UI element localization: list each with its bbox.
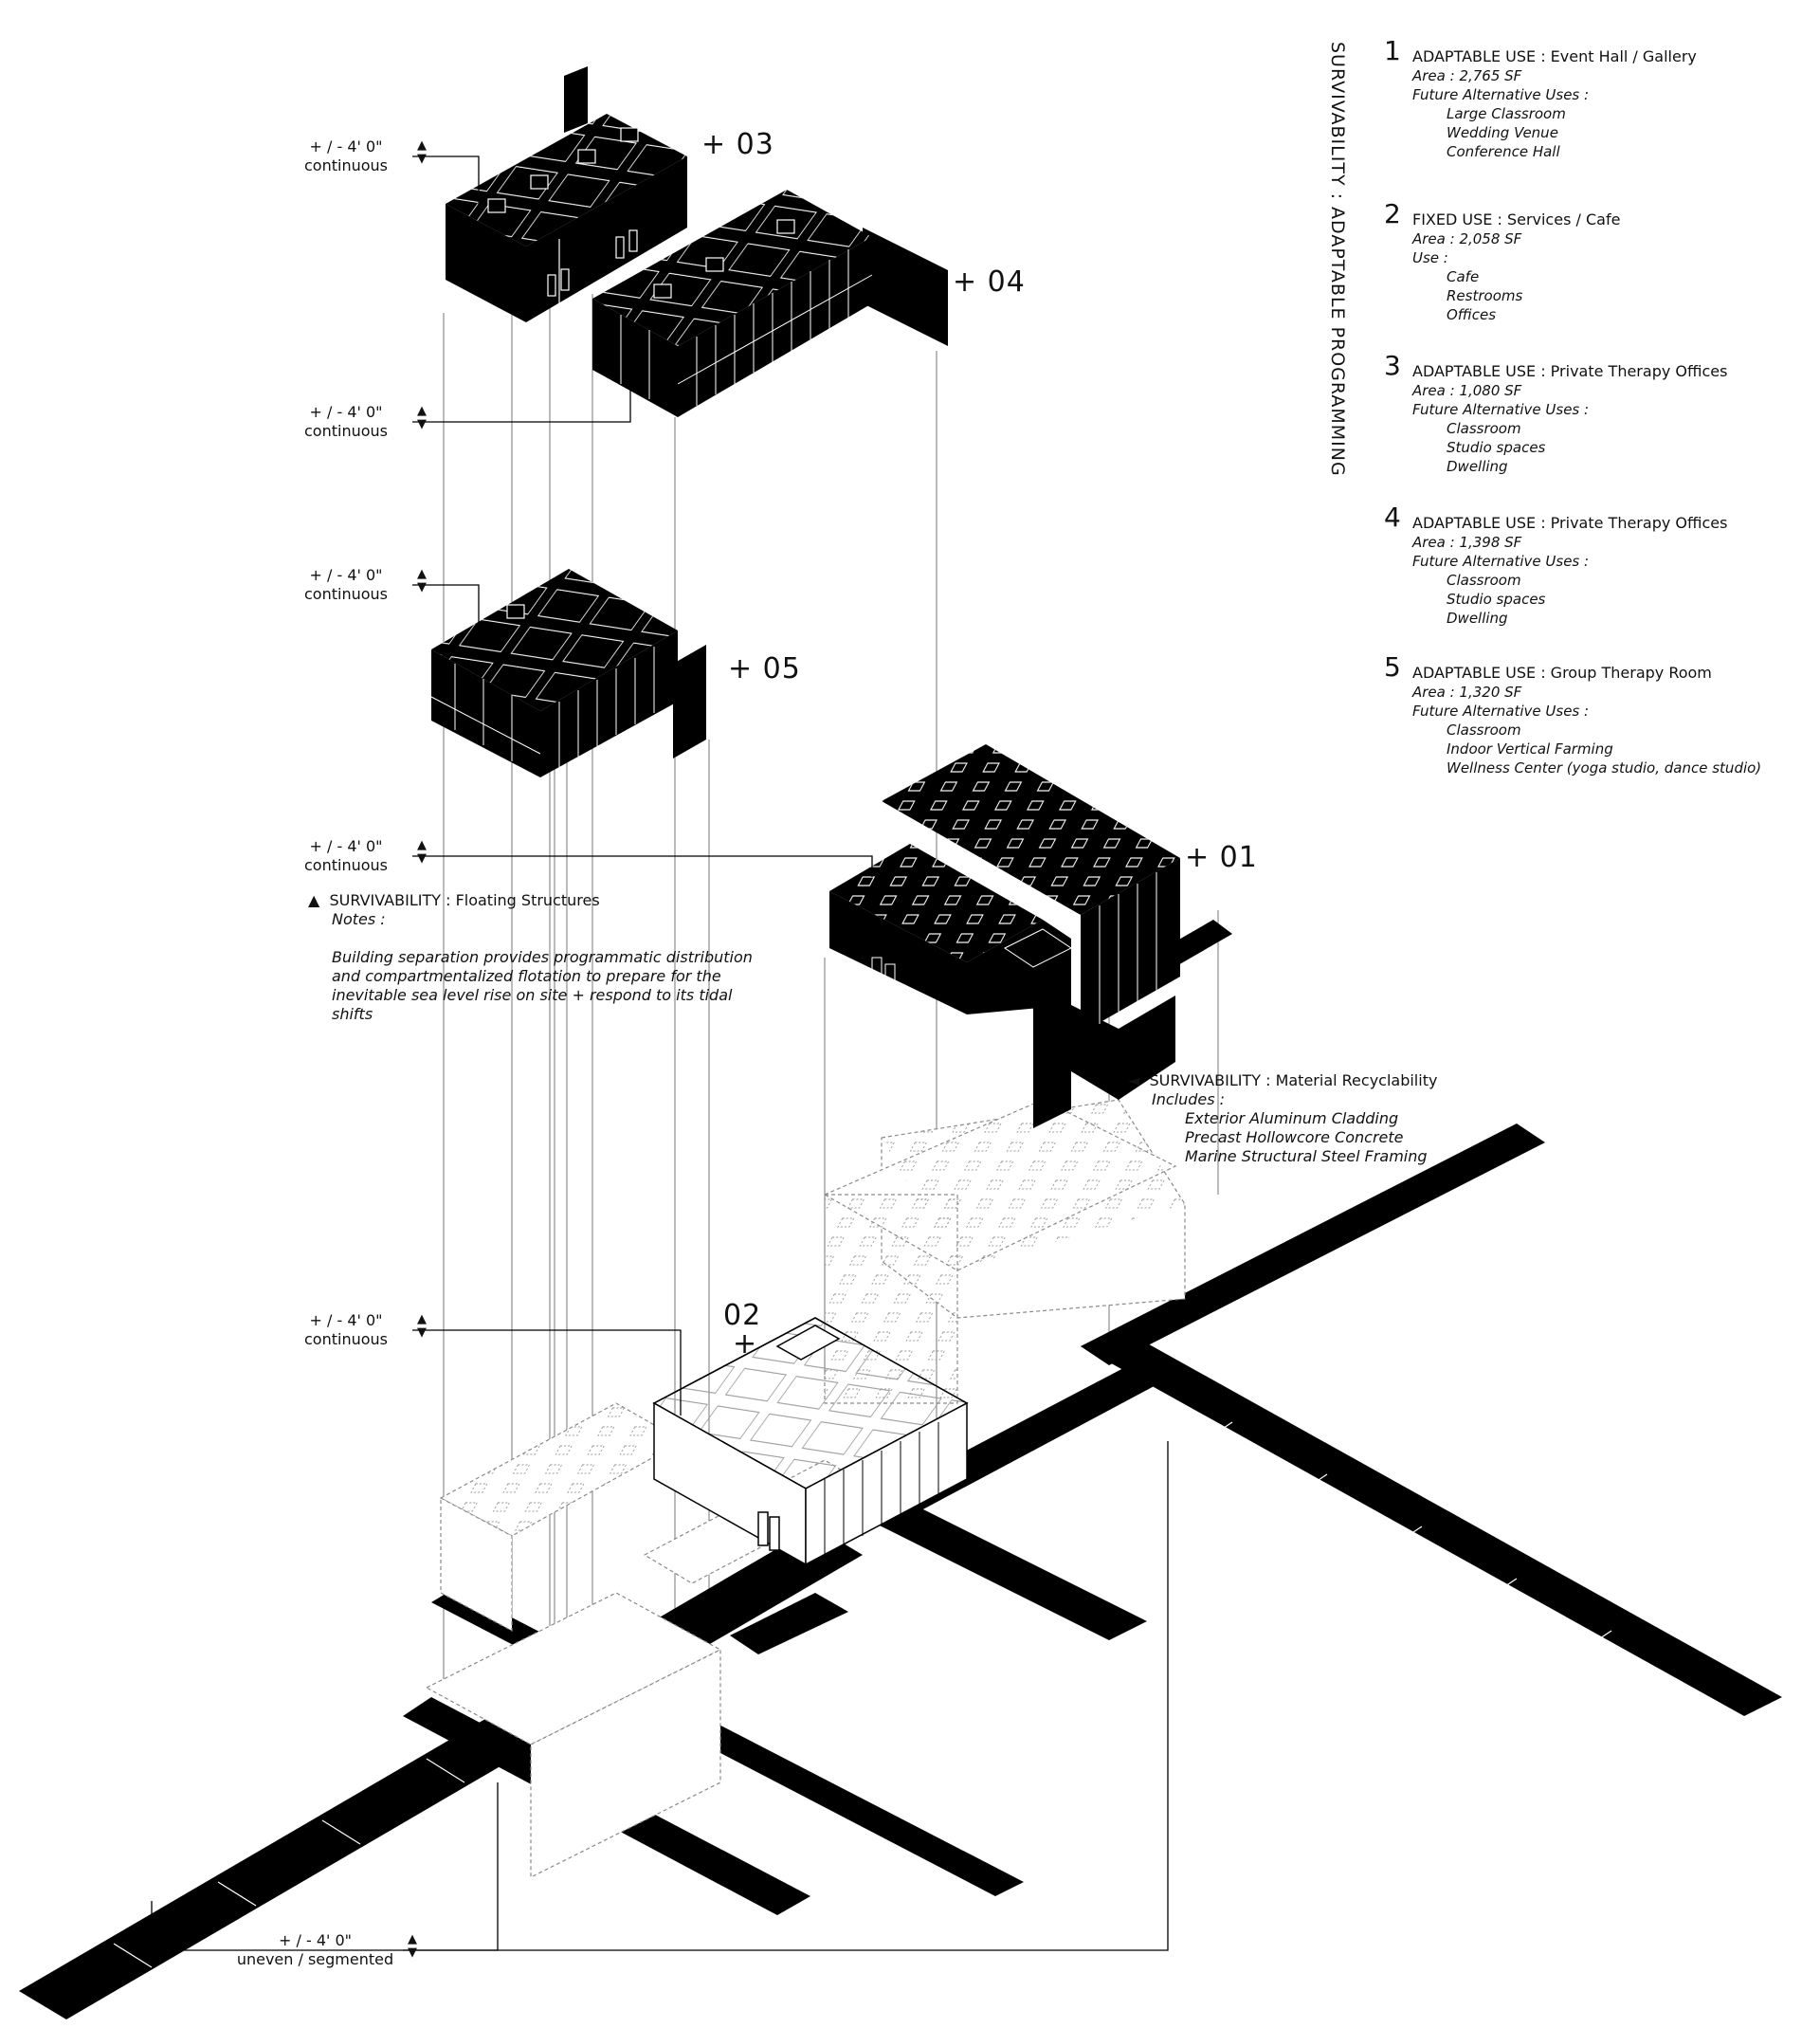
program-number: 3 <box>1384 350 1401 381</box>
note-line: inevitable sea level rise on site + resp… <box>332 986 733 1004</box>
block-label-02-plus: + <box>733 1327 758 1361</box>
block-04 <box>592 190 948 417</box>
up-down-triangle-icon: ▲▼ <box>417 567 427 594</box>
program-area: Area : 1,080 SF <box>1412 382 1522 399</box>
program-title: ADAPTABLE USE : Private Therapy Offices <box>1412 514 1728 532</box>
leader-lines <box>151 155 1169 1951</box>
program-area: Area : 1,398 SF <box>1412 534 1522 551</box>
block-label-05: + 05 <box>728 652 801 685</box>
note-title: SURVIVABILITY : Floating Structures <box>329 891 600 909</box>
material-recyclability-note: ◄ SURVIVABILITY : Material Recyclability… <box>1128 1071 1437 1166</box>
program-number: 5 <box>1384 651 1401 683</box>
triangle-marker-icon: ▲ <box>308 891 320 909</box>
level-value: + / - 4' 0" <box>309 1311 383 1329</box>
program-item: Large Classroom <box>1447 105 1566 122</box>
level-value: + / - 4' 0" <box>309 566 383 584</box>
program-item: Indoor Vertical Farming <box>1447 740 1613 758</box>
program-item: Conference Hall <box>1447 143 1560 160</box>
program-list-label: Future Alternative Uses : <box>1412 86 1590 103</box>
level-marker: + / - 4' 0" continuous ▲▼ <box>284 566 427 604</box>
program-title: FIXED USE : Services / Cafe <box>1412 210 1621 228</box>
level-value: + / - 4' 0" <box>278 1931 353 1949</box>
diagram-title: SURVIVABILITY : ADAPTABLE PROGRAMMING <box>1325 42 1348 477</box>
level-marker: + / - 4' 0" continuous ▲▼ <box>284 837 427 875</box>
level-marker: + / - 4' 0" continuous ▲▼ <box>284 137 427 175</box>
program-list-label: Use : <box>1412 249 1448 266</box>
program-number: 1 <box>1384 35 1401 66</box>
block-02 <box>652 1317 969 1566</box>
note-line: shifts <box>332 1005 373 1023</box>
level-desc: continuous <box>304 1330 388 1348</box>
program-number: 4 <box>1384 502 1401 533</box>
level-marker: + / - 4' 0" continuous ▲▼ <box>284 1311 427 1349</box>
note-title: SURVIVABILITY : Material Recyclability <box>1149 1071 1438 1089</box>
program-1: 1 ADAPTABLE USE : Event Hall / Gallery A… <box>1384 38 1697 161</box>
block-03 <box>446 66 687 322</box>
program-item: Restrooms <box>1447 287 1523 304</box>
program-list-label: Future Alternative Uses : <box>1412 401 1590 418</box>
block-05 <box>430 569 706 777</box>
program-item: Dwelling <box>1447 458 1508 475</box>
block-01 <box>829 744 1232 1128</box>
program-2: 2 FIXED USE : Services / Cafe Area : 2,0… <box>1384 201 1621 324</box>
program-item: Dwelling <box>1447 610 1508 627</box>
program-item: Classroom <box>1447 572 1521 589</box>
level-value: + / - 4' 0" <box>309 403 383 421</box>
up-down-triangle-icon: ▲▼ <box>408 1932 417 1960</box>
level-desc: continuous <box>304 422 388 440</box>
diagram-title-text: SURVIVABILITY : ADAPTABLE PROGRAMMING <box>1327 42 1348 477</box>
program-title: ADAPTABLE USE : Private Therapy Offices <box>1412 362 1728 380</box>
program-item: Wellness Center (yoga studio, dance stud… <box>1447 759 1762 776</box>
program-area: Area : 2,765 SF <box>1412 67 1522 84</box>
program-item: Cafe <box>1447 268 1480 285</box>
program-3: 3 ADAPTABLE USE : Private Therapy Office… <box>1384 353 1728 476</box>
note-item: Exterior Aluminum Cladding <box>1185 1109 1399 1127</box>
program-item: Classroom <box>1447 722 1521 739</box>
up-down-triangle-icon: ▲▼ <box>417 404 427 431</box>
up-down-triangle-icon: ▲▼ <box>417 838 427 866</box>
level-value: + / - 4' 0" <box>309 837 383 855</box>
level-desc: continuous <box>304 856 388 874</box>
program-item: Studio spaces <box>1447 591 1546 608</box>
block-label-02: 02 <box>723 1299 762 1332</box>
block-label-03: + 03 <box>701 128 774 161</box>
note-subtitle: Includes : <box>1152 1090 1226 1108</box>
program-area: Area : 1,320 SF <box>1412 684 1522 701</box>
program-area: Area : 2,058 SF <box>1412 230 1522 247</box>
note-item: Marine Structural Steel Framing <box>1185 1147 1428 1165</box>
note-line: and compartmentalized flotation to prepa… <box>332 967 721 985</box>
level-marker: + / - 4' 0" continuous ▲▼ <box>284 403 427 441</box>
note-item: Precast Hollowcore Concrete <box>1185 1128 1404 1146</box>
program-title: ADAPTABLE USE : Group Therapy Room <box>1412 664 1712 682</box>
note-line: Building separation provides programmati… <box>332 948 753 966</box>
program-4: 4 ADAPTABLE USE : Private Therapy Office… <box>1384 504 1728 628</box>
level-desc: uneven / segmented <box>236 1950 394 1968</box>
program-item: Offices <box>1447 306 1497 323</box>
floating-structures-note: ▲ SURVIVABILITY : Floating Structures No… <box>308 891 753 1024</box>
program-list-label: Future Alternative Uses : <box>1412 553 1590 570</box>
program-item: Studio spaces <box>1447 439 1546 456</box>
program-title: ADAPTABLE USE : Event Hall / Gallery <box>1412 47 1697 65</box>
program-item: Wedding Venue <box>1447 124 1558 141</box>
level-marker: + / - 4' 0" uneven / segmented ▲▼ <box>232 1931 417 1969</box>
level-value: + / - 4' 0" <box>309 137 383 155</box>
program-list-label: Future Alternative Uses : <box>1412 703 1590 720</box>
up-down-triangle-icon: ▲▼ <box>417 138 427 166</box>
block-label-01: + 01 <box>1185 841 1258 874</box>
program-5: 5 ADAPTABLE USE : Group Therapy Room Are… <box>1384 654 1762 777</box>
triangle-marker-icon: ◄ <box>1128 1071 1140 1089</box>
block-label-04: + 04 <box>953 265 1026 299</box>
up-down-triangle-icon: ▲▼ <box>417 1312 427 1340</box>
program-item: Classroom <box>1447 420 1521 437</box>
level-desc: continuous <box>304 156 388 174</box>
program-number: 2 <box>1384 198 1401 229</box>
level-desc: continuous <box>304 585 388 603</box>
note-subtitle: Notes : <box>332 910 386 928</box>
